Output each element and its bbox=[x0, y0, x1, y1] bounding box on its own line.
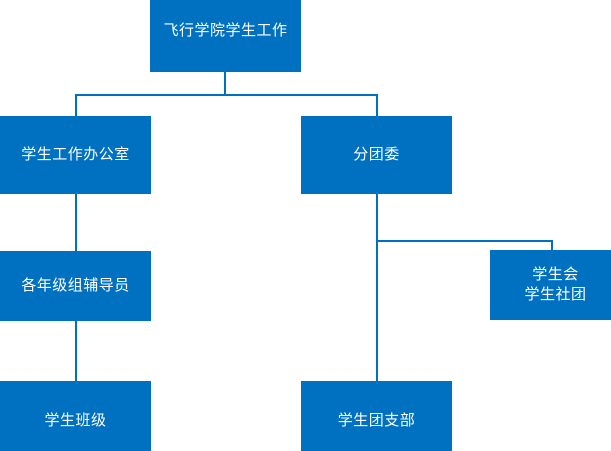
connector-bar-to-office bbox=[75, 94, 77, 117]
connector-office-to-advisors bbox=[75, 194, 77, 252]
connector-league-to-union-vertical bbox=[551, 240, 553, 251]
node-root-label: 飞行学院学生工作 bbox=[163, 22, 288, 39]
connector-league-to-branch bbox=[376, 194, 378, 382]
connector-league-to-union-horizontal bbox=[376, 240, 553, 242]
node-student-union-and-clubs[interactable]: 学生会 学生社团 bbox=[490, 250, 611, 320]
node-root-student-affairs[interactable]: 飞行学院学生工作 bbox=[150, 0, 301, 72]
node-union-label-line2: 学生社团 bbox=[524, 286, 587, 303]
node-advisors-label: 各年级组辅导员 bbox=[21, 277, 130, 294]
connector-root-to-bar bbox=[224, 72, 226, 96]
node-student-affairs-office[interactable]: 学生工作办公室 bbox=[0, 116, 151, 194]
node-union-label-line1: 学生会 bbox=[532, 266, 579, 283]
node-classes-label: 学生班级 bbox=[44, 412, 107, 429]
node-student-classes[interactable]: 学生班级 bbox=[0, 381, 151, 451]
node-student-league-branch[interactable]: 学生团支部 bbox=[301, 381, 452, 451]
node-branch-league-committee[interactable]: 分团委 bbox=[301, 116, 452, 194]
connector-advisors-to-classes bbox=[75, 321, 77, 382]
connector-bar-to-league bbox=[376, 94, 378, 117]
node-union-label-group: 学生会 学生社团 bbox=[524, 265, 586, 305]
node-office-label: 学生工作办公室 bbox=[21, 146, 130, 163]
node-branch-label: 学生团支部 bbox=[337, 412, 416, 429]
node-league-label: 分团委 bbox=[353, 146, 400, 163]
node-grade-group-advisors[interactable]: 各年级组辅导员 bbox=[0, 251, 151, 321]
connector-horizontal-bar-top bbox=[75, 94, 378, 96]
